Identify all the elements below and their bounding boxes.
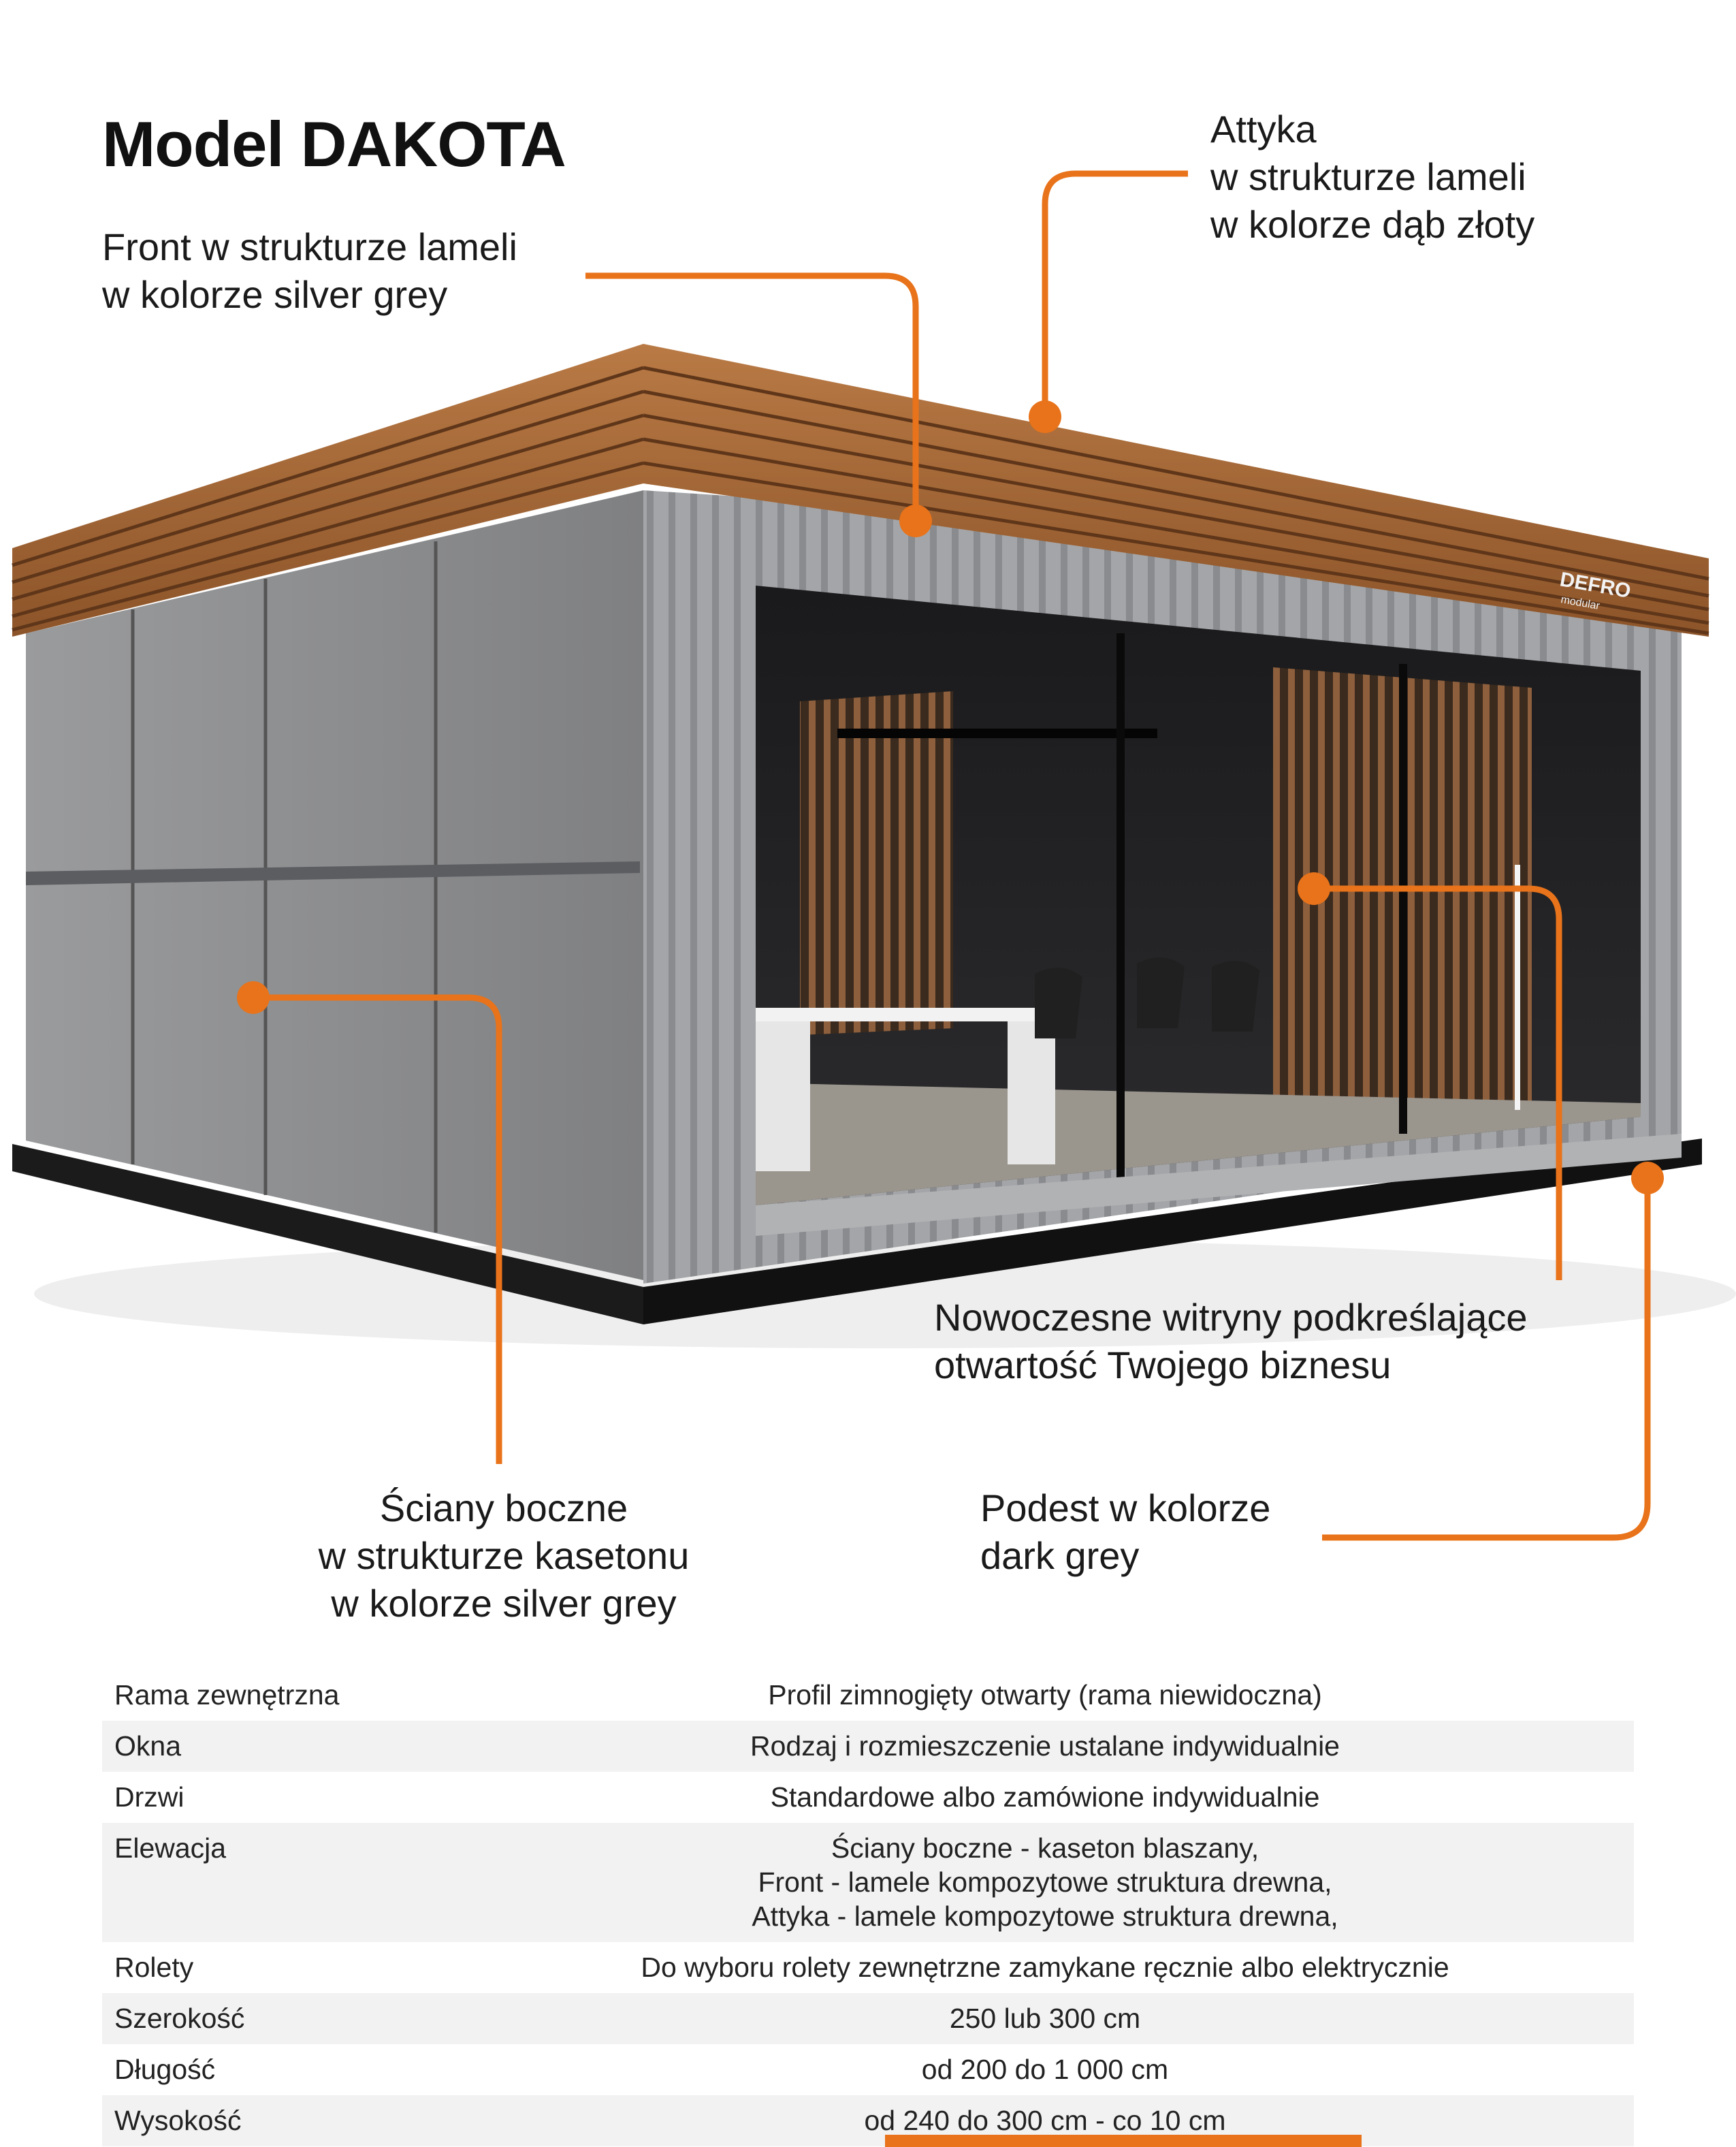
spec-label: Drzwi: [114, 1781, 184, 1813]
table-row: Rolety Do wyboru rolety zewnętrzne zamyk…: [102, 1942, 1634, 1993]
attyka-callout-dot: [1029, 400, 1061, 433]
podest-callout-line: Podest w kolorze: [980, 1486, 1271, 1529]
spec-label: Rolety: [114, 1952, 194, 1983]
front-callout-dot: [899, 505, 932, 537]
attyka-callout: Attyka w strukturze lameli w kolorze dąb…: [1210, 106, 1534, 249]
front-callout: Front w strukturze lameli w kolorze silv…: [102, 223, 517, 319]
spec-label: Okna: [114, 1730, 181, 1762]
witryny-callout-line: Nowoczesne witryny podkreślające: [934, 1296, 1528, 1339]
attyka-callout-line: w kolorze dąb złoty: [1210, 203, 1535, 246]
table-row: Elewacja Ściany boczne - kaseton blaszan…: [102, 1823, 1634, 1942]
podest-callout-dot: [1631, 1162, 1664, 1194]
table-row: Wysokość od 240 do 300 cm - co 10 cm: [102, 2095, 1634, 2146]
front-callout-line: Front w strukturze lameli: [102, 225, 517, 268]
podest-callout-line: dark grey: [980, 1534, 1140, 1577]
table-row: Drzwi Standardowe albo zamówione indywid…: [102, 1772, 1634, 1823]
glass-storefront: [756, 586, 1641, 1205]
spec-label: Wysokość: [114, 2105, 242, 2136]
spec-value: od 200 do 1 000 cm: [921, 2054, 1169, 2085]
attyka-callout-line: w strukturze lameli: [1210, 155, 1526, 198]
witryny-callout: Nowoczesne witryny podkreślające otwarto…: [934, 1294, 1528, 1389]
table-row: Okna Rodzaj i rozmieszczenie ustalane in…: [102, 1721, 1634, 1772]
spec-value: Ściany boczne - kaseton blaszany, Front …: [752, 1832, 1338, 1932]
spec-value: 250 lub 300 cm: [949, 2003, 1141, 2034]
witryny-callout-dot: [1298, 872, 1330, 905]
sciany-callout-line: w kolorze silver grey: [331, 1582, 677, 1625]
side-wall-cassette: [26, 490, 643, 1280]
sciany-callout-line: Ściany boczne: [379, 1486, 628, 1529]
podest-base: [12, 1139, 1702, 1324]
callout-lines: [253, 170, 1651, 1541]
witryny-callout-line: otwartość Twojego biznesu: [934, 1343, 1392, 1386]
podest-callout: Podest w kolorze dark grey: [980, 1484, 1270, 1580]
building-illustration: DEFRO modular: [12, 170, 1736, 1541]
table-row: Szerokość 250 lub 300 cm: [102, 1993, 1634, 2044]
spec-value: Rodzaj i rozmieszczenie ustalane indywid…: [750, 1730, 1340, 1762]
sciany-callout-line: w strukturze kasetonu: [318, 1534, 690, 1577]
spec-value: Do wyboru rolety zewnętrzne zamykane ręc…: [641, 1952, 1449, 1983]
table-row: Rama zewnętrzna Profil zimnogięty otwart…: [102, 1670, 1634, 1721]
page-title: Model DAKOTA: [102, 108, 566, 180]
spec-label: Długość: [114, 2054, 216, 2085]
spec-value: Profil zimnogięty otwarty (rama niewidoc…: [768, 1679, 1322, 1711]
front-callout-line: w kolorze silver grey: [102, 273, 448, 316]
attyka-wood-roof: [12, 344, 1709, 637]
spec-label: Elewacja: [114, 1832, 227, 1864]
table-row: Długość od 200 do 1 000 cm: [102, 2044, 1634, 2095]
spec-value: Standardowe albo zamówione indywidualnie: [770, 1781, 1320, 1813]
spec-label: Szerokość: [114, 2003, 245, 2034]
spec-label: Rama zewnętrzna: [114, 1679, 340, 1711]
spec-value: od 240 do 300 cm - co 10 cm: [864, 2105, 1226, 2136]
accent-bar: [885, 2135, 1362, 2147]
attyka-callout-line: Attyka: [1210, 108, 1317, 150]
spec-table: Rama zewnętrzna Profil zimnogięty otwart…: [102, 1670, 1634, 2146]
sciany-callout-dot: [237, 981, 270, 1014]
sciany-callout: Ściany boczne w strukturze kasetonu w ko…: [259, 1484, 749, 1627]
